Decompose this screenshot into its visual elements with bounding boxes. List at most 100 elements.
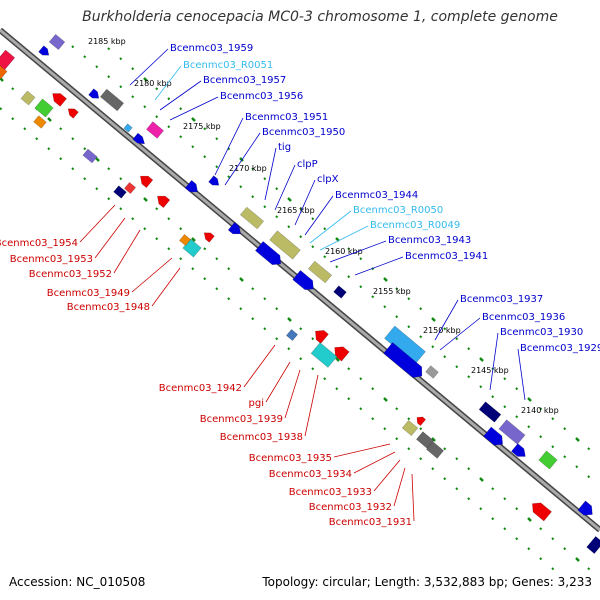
tick-mark: [287, 317, 292, 322]
tick-mark: [347, 367, 351, 371]
tick-mark: [47, 147, 51, 151]
tick-mark: [119, 85, 123, 89]
tick-mark: [419, 427, 423, 431]
tick-mark: [59, 157, 63, 161]
gene-feature: [67, 108, 79, 119]
tick-mark: [227, 267, 231, 271]
gene-label: Bcenmc03_1951: [245, 112, 328, 123]
gene-label: Bcenmc03_1956: [220, 91, 303, 102]
kbp-label: 2155 kbp: [373, 287, 411, 296]
leader-line: [393, 467, 406, 507]
tick-mark: [95, 65, 99, 69]
leader-line: [284, 369, 301, 419]
gene-feature: [307, 260, 333, 284]
tick-mark: [371, 295, 375, 299]
tick-mark: [239, 157, 244, 162]
tick-mark: [347, 275, 351, 279]
tick-mark: [107, 47, 111, 51]
tick-mark: [131, 217, 135, 221]
gene-feature: [333, 285, 347, 299]
tick-mark: [239, 277, 244, 282]
gene-label: Bcenmc03_1939: [200, 414, 283, 425]
gene-label: Bcenmc03_R0050: [353, 205, 443, 216]
tick-mark: [311, 337, 315, 341]
tick-mark: [455, 365, 459, 369]
tick-mark: [335, 387, 339, 391]
leader-line: [214, 117, 244, 176]
tick-mark: [275, 187, 279, 191]
tick-mark: [467, 497, 471, 501]
tick-mark: [383, 305, 387, 309]
gene-label: Bcenmc03_1957: [203, 75, 286, 86]
tick-mark: [275, 307, 279, 311]
gene-feature: [227, 221, 241, 235]
tick-mark: [107, 197, 111, 201]
gene-label: Bcenmc03_1952: [29, 269, 112, 280]
tick-mark: [539, 435, 543, 439]
tick-mark: [203, 277, 207, 281]
tick-mark: [155, 237, 159, 241]
leader-line: [154, 65, 182, 101]
tick-mark: [539, 557, 543, 561]
tick-mark: [203, 127, 207, 131]
gene-label: Bcenmc03_1950: [262, 127, 345, 138]
gene-label: clpX: [317, 174, 339, 185]
tick-mark: [287, 347, 291, 351]
tick-mark: [239, 185, 243, 189]
leader-line: [489, 332, 499, 391]
tick-mark: [491, 395, 495, 399]
gene-feature: [425, 365, 439, 379]
gene-label: Bcenmc03_R0049: [370, 220, 460, 231]
tick-mark: [167, 125, 171, 129]
gene-feature: [292, 269, 314, 291]
gene-feature: [48, 33, 66, 51]
tick-mark: [467, 467, 471, 471]
tick-mark: [395, 437, 399, 441]
gene-feature: [140, 175, 154, 189]
gene-feature: [33, 115, 47, 129]
tick-mark: [131, 95, 135, 99]
gene-labels: Bcenmc03_1959Bcenmc03_R0051Bcenmc03_1957…: [0, 43, 600, 528]
tick-mark: [251, 195, 255, 199]
gene-feature: [285, 328, 299, 342]
tick-mark: [311, 217, 315, 221]
tick-mark: [251, 287, 255, 291]
gene-label: Bcenmc03_1943: [388, 235, 471, 246]
leader-line: [309, 210, 352, 244]
tick-mark: [539, 407, 543, 411]
tick-mark: [11, 117, 15, 121]
leader-line: [131, 257, 173, 293]
gene-feature: [310, 342, 338, 368]
gene-label: Bcenmc03_R0051: [183, 60, 273, 71]
gene-label: Bcenmc03_1938: [220, 432, 303, 443]
tick-mark: [407, 447, 411, 451]
tick-mark: [383, 277, 388, 282]
tick-mark: [95, 187, 99, 191]
gene-feature: [203, 232, 215, 243]
leader-line: [439, 317, 481, 351]
gene-feature: [254, 241, 282, 266]
leader-line: [304, 374, 319, 437]
leader-line: [373, 459, 401, 492]
gene-label: Bcenmc03_1936: [482, 312, 565, 323]
tick-mark: [0, 107, 3, 111]
tick-mark: [311, 367, 315, 371]
leader-line: [169, 96, 219, 121]
kbp-label: 2175 kbp: [183, 122, 221, 131]
gene-feature: [0, 64, 8, 80]
gene-feature: [20, 90, 36, 106]
gene-feature: [334, 346, 350, 362]
tick-mark: [191, 117, 196, 122]
leader-line: [113, 229, 141, 274]
tick-mark: [287, 197, 292, 202]
tick-mark: [515, 537, 519, 541]
tick-mark: [119, 57, 123, 61]
tick-mark: [359, 407, 363, 411]
tick-mark: [263, 297, 267, 301]
tick-mark: [419, 457, 423, 461]
gene-feature: [88, 88, 100, 99]
tick-mark: [371, 417, 375, 421]
tick-mark: [203, 155, 207, 159]
gene-label: clpP: [297, 159, 318, 170]
